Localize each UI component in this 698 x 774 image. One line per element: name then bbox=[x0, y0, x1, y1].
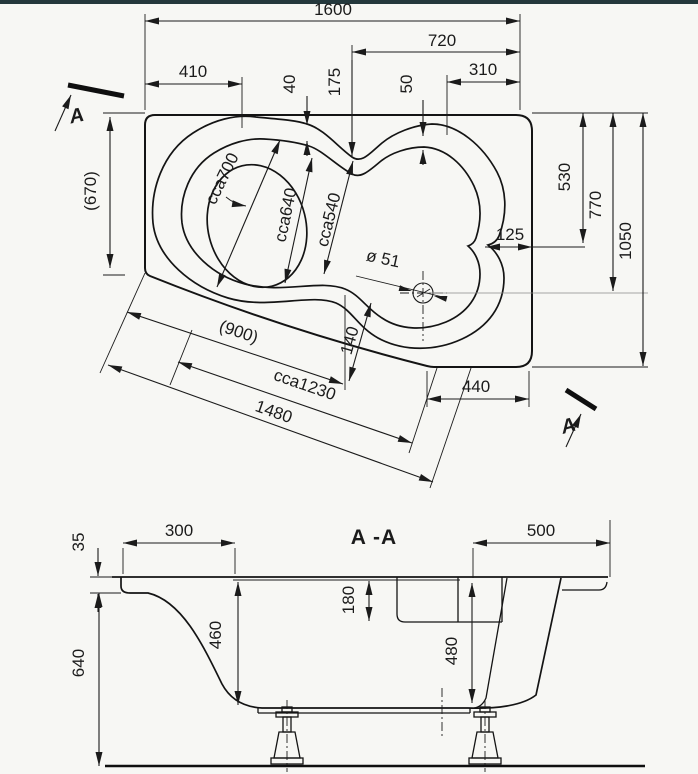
dim-140-label: 140 bbox=[337, 324, 363, 357]
seat-profile bbox=[396, 577, 503, 623]
foot-left bbox=[270, 700, 304, 772]
dim-1050-label: 1050 bbox=[616, 222, 635, 260]
section-dimensions: 35 300 500 180 460 480 640 bbox=[69, 521, 610, 766]
dim-720-label: 720 bbox=[428, 31, 456, 50]
dim-125-label: 125 bbox=[496, 225, 524, 244]
plan-dimensions: 1600 720 410 310 40 175 50 (670) 530 770… bbox=[81, 0, 647, 403]
section-extension-lines bbox=[90, 520, 611, 594]
dim-670-label: (670) bbox=[81, 171, 100, 211]
dim-300-label: 300 bbox=[165, 521, 193, 540]
plan-diagonal-dimensions: cca700 cca640 cca540 140 (900) cca1230 1… bbox=[107, 139, 448, 483]
section-letter-a: A bbox=[66, 104, 86, 129]
dim-900-label: (900) bbox=[217, 316, 261, 347]
section-letter-a: A bbox=[558, 414, 579, 439]
dim-1480-label: 1480 bbox=[253, 397, 295, 428]
dim-35-label: 35 bbox=[69, 533, 88, 552]
right-flange bbox=[562, 581, 608, 591]
dim-440-label: 440 bbox=[462, 377, 490, 396]
dim-310-label: 310 bbox=[469, 60, 497, 79]
plan-view: 1600 720 410 310 40 175 50 (670) 530 770… bbox=[54, 0, 648, 489]
tub-outer-contour bbox=[144, 114, 533, 368]
dim-530-label: 530 bbox=[555, 163, 574, 191]
dim-40-label: 40 bbox=[280, 75, 299, 94]
tub-floor-curve bbox=[180, 138, 481, 329]
support-frame bbox=[257, 708, 471, 714]
dim-770-label: 770 bbox=[586, 191, 605, 219]
section-cut-marker-top: A bbox=[54, 82, 125, 132]
dim-460-label: 460 bbox=[206, 621, 225, 649]
dim-640-label: 640 bbox=[69, 649, 88, 677]
drain bbox=[400, 271, 648, 341]
section-cut-marker-bottom: A bbox=[558, 387, 598, 448]
tub-shell-profile bbox=[120, 577, 562, 710]
dim-1600-label: 1600 bbox=[314, 0, 352, 19]
foot-right bbox=[468, 700, 502, 772]
dim-500-label: 500 bbox=[527, 521, 555, 540]
dim-175-label: 175 bbox=[325, 68, 344, 96]
dim-50-label: 50 bbox=[397, 75, 416, 94]
dim-cca640-label: cca640 bbox=[271, 186, 301, 244]
dim-drain-diameter-label: ø 51 bbox=[365, 246, 402, 272]
section-title: A -A bbox=[351, 526, 397, 549]
section-view: A -A bbox=[69, 520, 645, 772]
inner-right-wall bbox=[473, 577, 508, 709]
dim-cca540-label: cca540 bbox=[313, 191, 345, 249]
dim-410-label: 410 bbox=[179, 62, 207, 81]
dim-180-label: 180 bbox=[339, 586, 358, 614]
tub-rim-curve bbox=[151, 115, 506, 350]
dim-480-label: 480 bbox=[442, 637, 461, 665]
scan-artifact-band bbox=[0, 0, 698, 4]
